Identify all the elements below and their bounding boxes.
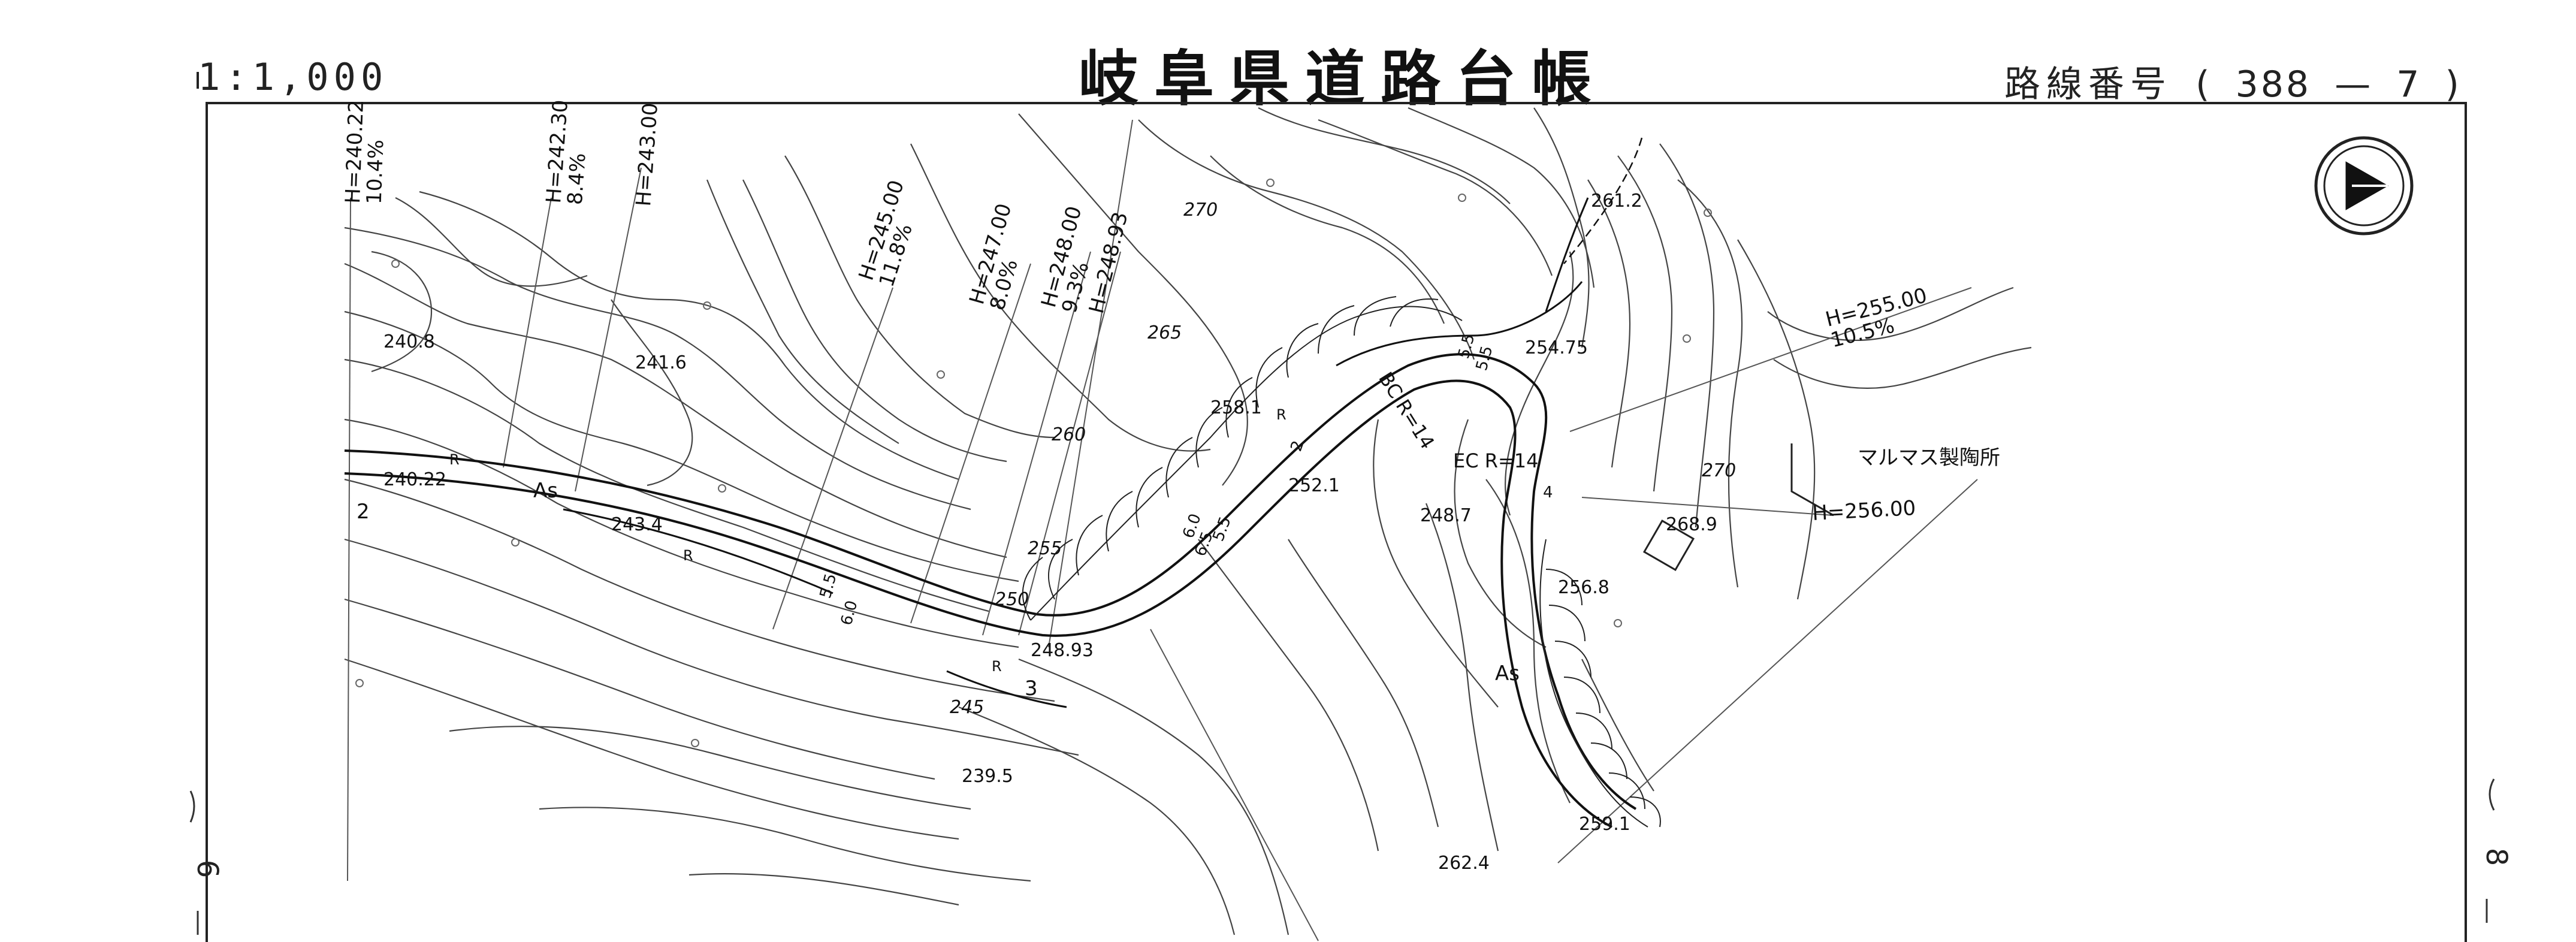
road-mark: R: [992, 658, 1002, 675]
road-mark: R: [683, 547, 693, 564]
facility-label: マルマス製陶所: [1858, 446, 2000, 470]
prefectural-road: [344, 137, 1643, 828]
spot-elevation: 259.1: [1579, 814, 1630, 835]
spot-elevations: 240.8 241.6 240.22 243.4 258.1 252.1 248…: [383, 191, 1717, 874]
height-label: H=242.308.4%: [542, 99, 594, 206]
spot-elevation: 241.6: [635, 352, 687, 373]
height-label: H=245.0011.8%: [854, 177, 929, 290]
road-width: 5.5: [1209, 514, 1234, 544]
spot-elevation: 261.2: [1591, 191, 1642, 212]
right-sheet-number: 8: [2480, 848, 2513, 866]
survey-point: 3: [1025, 677, 1038, 701]
height-labels: H=240.2210.4% H=242.308.4% H=243.00 H=24…: [341, 99, 1935, 526]
road-marks: As As R R R R 2 3: [357, 406, 1520, 701]
spot-elevation: 254.75: [1525, 337, 1588, 358]
contour-label: 270: [1183, 200, 1218, 221]
map-scale: 1:1,000: [198, 55, 388, 99]
spot-elevation: 256.8: [1558, 577, 1609, 598]
contour-label: 250: [995, 589, 1029, 610]
curve-label-bc: BC R=14: [1374, 368, 1439, 453]
contour-label: 245: [950, 697, 984, 718]
height-label: H=255.0010.5%: [1823, 283, 1935, 352]
road-width: 6.0: [838, 599, 862, 627]
left-sheet-number: 6: [191, 860, 224, 878]
height-label: H=256.00: [1811, 496, 1916, 526]
left-sheet-reference: [189, 790, 199, 935]
route-close-paren: ): [2445, 64, 2462, 105]
north-arrow-icon: [2314, 136, 2414, 236]
road-width: 4: [1543, 484, 1553, 502]
height-label: H=248.93: [1085, 210, 1133, 316]
route-number-label: 路線番号: [2004, 64, 2172, 105]
road-width: 5.5: [1473, 344, 1497, 373]
route-dash: —: [2335, 64, 2373, 105]
survey-point: 2: [357, 500, 370, 524]
right-sheet-reference: [2486, 778, 2495, 923]
contour-label: 255: [1028, 538, 1062, 559]
map-frame: [197, 72, 2467, 942]
contour-label: 270: [1702, 460, 1736, 481]
facility-building-icon: [1642, 443, 1834, 572]
contour-labels: 270 265 260 255 250 245 270: [950, 200, 1736, 718]
spot-elevation: 240.22: [383, 469, 446, 490]
spot-elevation: 239.5: [962, 766, 1013, 787]
curve-label-ec: EC R=14: [1453, 449, 1539, 472]
contour-label: 260: [1052, 424, 1086, 445]
spot-elevation: 240.8: [383, 331, 435, 352]
road-mark: R: [1276, 406, 1287, 423]
height-label: H=247.008.0%: [965, 201, 1037, 313]
spot-elevation: 262.4: [1438, 853, 1490, 874]
contour-lines: [344, 107, 2032, 935]
route-section: 7: [2396, 64, 2422, 105]
road-width: 5.5: [817, 572, 841, 600]
route-number-block: 路線番号 ( 388 — 7 ): [2004, 55, 2462, 107]
slope-hatching: [1022, 296, 1661, 828]
spot-elevation: 248.7: [1420, 505, 1472, 526]
height-reference-lines: [347, 119, 1978, 941]
height-label: H=243.00: [632, 102, 663, 207]
spot-elevation: 252.1: [1288, 475, 1340, 496]
surface-mark: As: [533, 479, 558, 503]
route-open-paren: (: [2196, 64, 2212, 105]
surface-mark: As: [1495, 662, 1520, 686]
vegetation-symbols: [355, 179, 1712, 747]
spot-elevation: 243.4: [611, 514, 663, 535]
spot-elevation: 258.1: [1210, 397, 1262, 418]
height-label: H=240.2210.4%: [341, 99, 390, 205]
contour-label: 265: [1147, 322, 1182, 343]
route-number: 388: [2235, 64, 2312, 105]
spot-elevation: 268.9: [1666, 514, 1717, 535]
spot-elevation: 248.93: [1031, 640, 1094, 661]
road-mark: R: [449, 451, 460, 468]
